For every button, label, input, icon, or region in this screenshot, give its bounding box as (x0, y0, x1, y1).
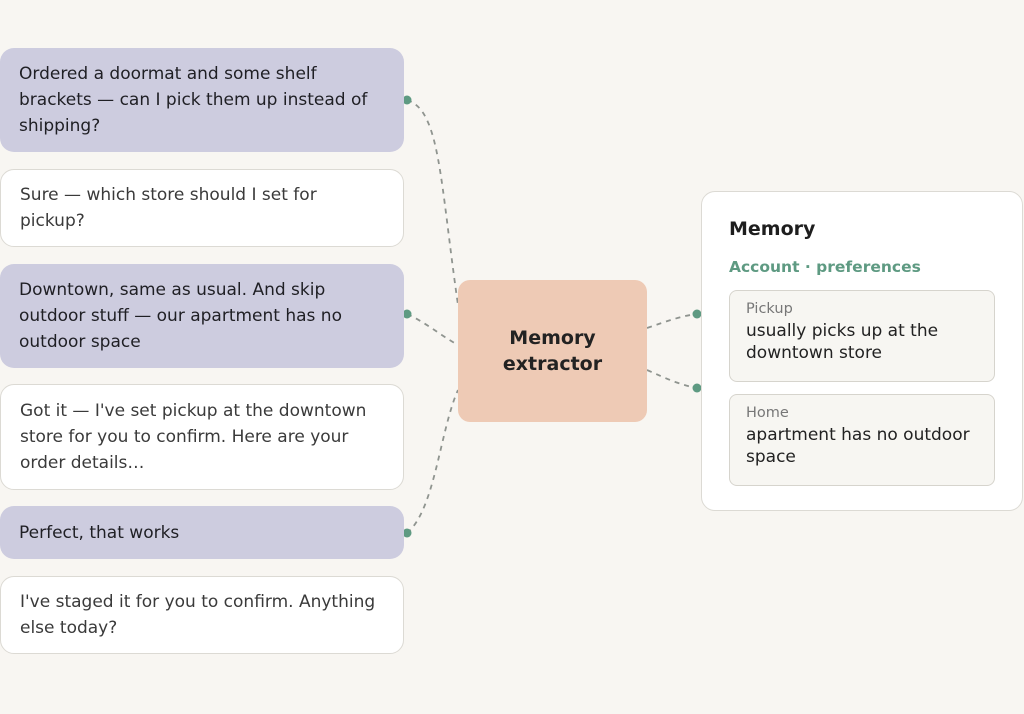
memory-item-home: Home apartment has no outdoor space (729, 394, 995, 486)
memory-extractor-node: Memory extractor (458, 280, 647, 422)
message-text: Perfect, that works (19, 522, 180, 543)
connector-msg3-to-extractor (406, 313, 459, 346)
message-text: Ordered a doormat and some shelf bracket… (19, 64, 368, 136)
connector-msg1-to-extractor (406, 99, 459, 306)
message-text: Downtown, same as usual. And skip outdoo… (19, 280, 342, 352)
memory-title: Memory (729, 218, 816, 240)
user-message: Ordered a doormat and some shelf bracket… (0, 48, 404, 152)
message-text: Got it — I've set pickup at the downtown… (20, 401, 367, 473)
memory-item-label: Home (746, 405, 789, 421)
memory-panel: Memory Account · preferences Pickup usua… (701, 191, 1023, 511)
user-message: Perfect, that works (0, 506, 404, 559)
connector-extractor-to-mem2 (646, 369, 698, 389)
message-text: I've staged it for you to confirm. Anyth… (20, 592, 376, 638)
assistant-message: I've staged it for you to confirm. Anyth… (0, 576, 404, 654)
connector-extractor-to-mem1 (646, 313, 698, 329)
memory-item-value: usually picks up at the downtown store (746, 321, 939, 363)
assistant-message: Sure — which store should I set for pick… (0, 169, 404, 247)
user-message: Downtown, same as usual. And skip outdoo… (0, 264, 404, 368)
memory-item-value: apartment has no outdoor space (746, 425, 970, 467)
memory-item-pickup: Pickup usually picks up at the downtown … (729, 290, 995, 382)
memory-item-label: Pickup (746, 301, 793, 317)
message-text: Sure — which store should I set for pick… (20, 185, 317, 231)
memory-subtitle: Account · preferences (729, 258, 921, 276)
extractor-label: Memory extractor (502, 327, 603, 375)
assistant-message: Got it — I've set pickup at the downtown… (0, 384, 404, 490)
connector-msg5-to-extractor (406, 389, 459, 534)
